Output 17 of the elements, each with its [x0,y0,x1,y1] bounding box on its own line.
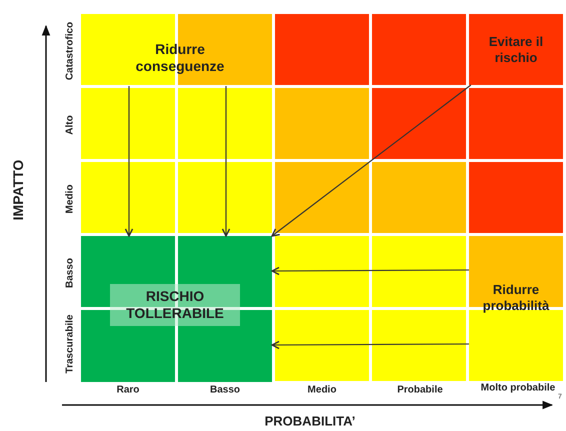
axis-tick-label: Medio [64,184,76,214]
axis-tick-label: Alto [64,115,76,135]
axis-tick-label: Raro [116,384,140,396]
axis-title: IMPATTO [10,160,26,220]
axis-tick-label: Probabile [397,384,443,396]
arrow [271,266,469,276]
strategy-label: Evitare il rischio [469,14,563,85]
arrow [222,86,230,237]
axis-tick-label: Basso [210,384,240,396]
arrow [124,86,134,237]
axis-tick-label: Catastrofico [64,22,76,80]
tolerable-zone [81,236,272,382]
axis-tick-label: Medio [308,384,336,396]
arrow [271,340,469,350]
axis-tick-label: Basso [64,258,76,288]
axis-tick-label: Trascurabile [64,314,76,374]
axis-title: PROBABILITA’ [264,414,356,428]
